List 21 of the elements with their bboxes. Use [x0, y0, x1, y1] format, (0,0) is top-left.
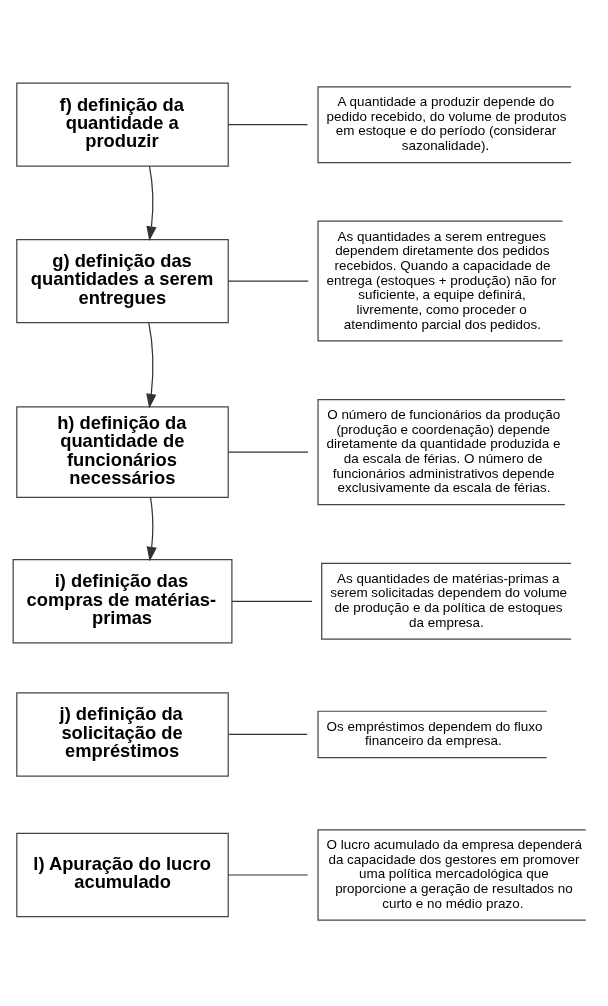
- arrow: [146, 496, 157, 561]
- node-text: O número de funcionários da produção (produção e coordenação) depende diretamente da quantidade produzida e da escala de férias. O número de funcionários administrativos depende exclusivamente da escala de férias.: [326, 406, 561, 495]
- arrow: [146, 321, 157, 409]
- connector: [227, 123, 309, 125]
- connector: [227, 451, 309, 453]
- arrow: [146, 165, 157, 241]
- node-text: As quantidades a serem entregues dependem diretamente dos pedidos recebidos. Quando a capacidade de entrega (estoques + produção) não for suficiente, a equipe definirá, livremente, como proceder o atendimento parcial dos pedidos.: [326, 228, 557, 331]
- node-text: Os empréstimos dependem do fluxo financeiro da empresa.: [326, 718, 543, 748]
- connector: [228, 733, 308, 735]
- node-box: f) definição da quantidade a produzir: [16, 82, 229, 167]
- connector: [227, 873, 309, 876]
- node-text: O lucro acumulado da empresa dependerá da capacidade dos gestores em promover uma política mercadológica que proporcione a geração de resultados no curto e no médio prazo.: [326, 836, 583, 911]
- connector: [231, 600, 313, 602]
- node-box: h) definição da quantidade de funcionários necessários: [16, 405, 229, 498]
- node-box: l) Apuração do lucro acumulado: [16, 832, 229, 917]
- node-box: i) definição das compras de matérias-primas: [12, 558, 233, 643]
- node-box: g) definição das quantidades a serem entregues: [16, 238, 229, 323]
- node-text: A quantidade a produzir depende do pedido recebido, do volume de produtos em estoque e do período (considerar sazonalidade).: [326, 93, 567, 153]
- connector: [227, 279, 309, 282]
- node-box: j) definição da solicitação de empréstimos: [16, 691, 229, 777]
- node-text: As quantidades de matérias-primas a serem solicitadas dependem do volume de produção e da política de estoques da empresa.: [330, 570, 568, 630]
